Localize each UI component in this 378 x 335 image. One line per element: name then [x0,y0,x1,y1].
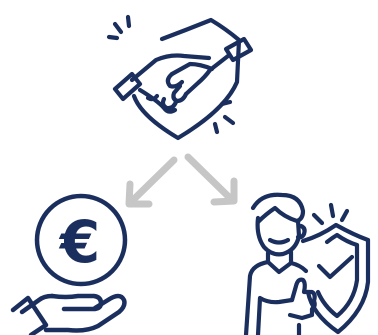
coin-icon [34,193,128,287]
euro-coin-hand-icon [10,193,128,335]
euro-symbol: € [58,208,100,276]
person-shield-check-icon [243,192,371,335]
sparkle-icon [311,202,350,226]
arrow-down-right-icon [184,153,238,206]
sparkle-icon [106,14,132,41]
arrow-down-left-icon [125,156,178,208]
checkmark-icon [316,254,355,280]
sparkle-icon [212,99,236,135]
handshake-shield-icon [106,14,254,141]
